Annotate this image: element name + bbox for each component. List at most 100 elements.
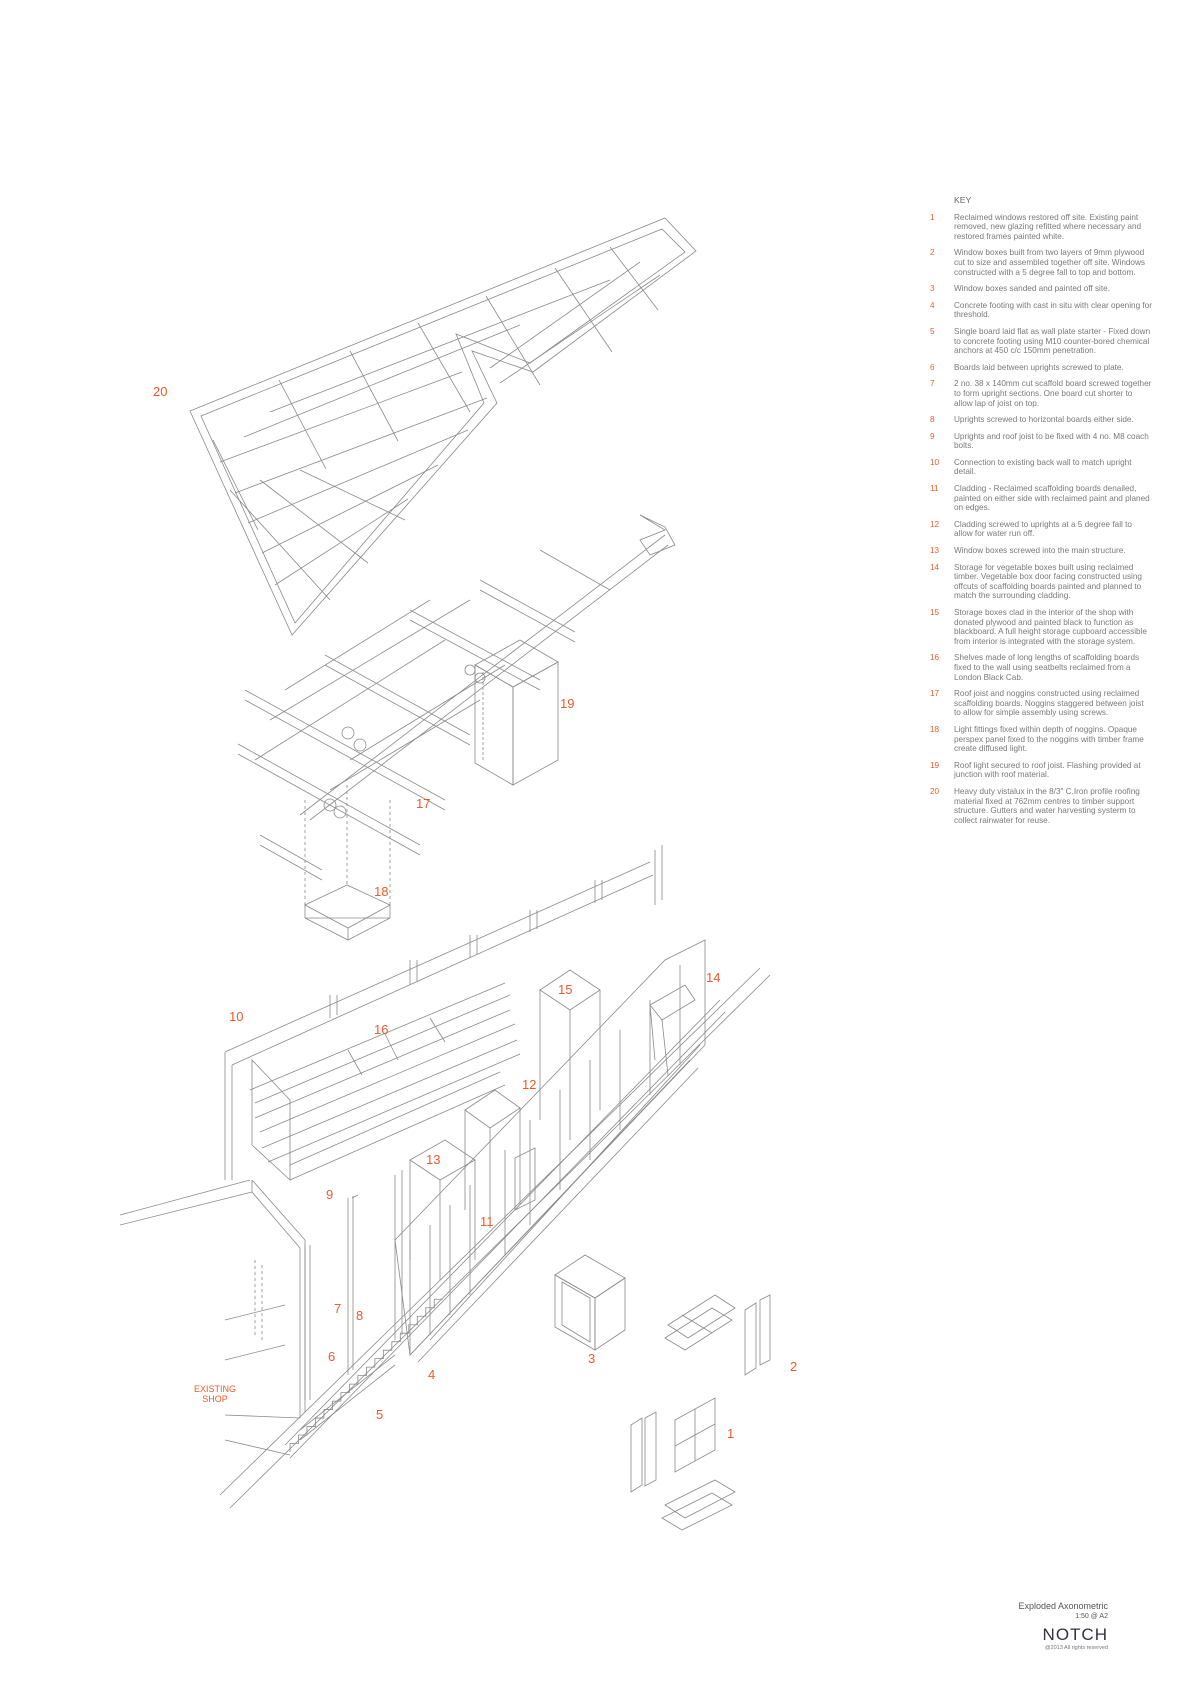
key-item: 9 Uprights and roof joist to be fixed wit… [930,432,1152,451]
key-item-number: 13 [930,546,940,556]
key-item: 16 Shelves made of long lengths of scaffo… [930,653,1152,682]
key-item-text: Uprights screwed to horizontal boards ei… [954,415,1134,425]
key-item-text: Reclaimed windows restored off site. Exi… [954,212,1142,241]
copyright-text: @2013 All rights reserved [1044,1645,1108,1651]
key-item: 8 Uprights screwed to horizontal boards e… [930,415,1152,425]
light-fitting-18 [304,785,391,941]
key-item-text: Uprights and roof joist to be fixed with… [954,431,1149,451]
key-item-text: Single board laid flat as wall plate sta… [954,326,1151,356]
cladding-11-12 [394,939,706,1356]
key-item: 13 Window boxes screwed into the main str… [930,546,1152,556]
existing-shop-wall [119,1179,306,1456]
callout-16: 16 [374,1022,389,1037]
key-item-text: Window boxes screwed into the main struc… [954,546,1126,556]
key-item-text: Boards laid between uprights screwed to … [954,362,1124,372]
key-item: 15 Storage boxes clad in the interior of … [930,608,1152,646]
key-item: 6 Boards laid between uprights screwed to… [930,363,1152,373]
window-boxes-13 [409,1089,536,1280]
key-item: 1 Reclaimed windows restored off site. Ex… [930,213,1152,242]
callout-10: 10 [229,1009,244,1024]
key-item-text: Shelves made of long lengths of scaffold… [954,653,1140,682]
key-item-number: 15 [930,608,940,617]
key-item-text: Light fittings fixed within depth of nog… [954,724,1144,754]
key-item: 14 Storage for vegetable boxes built usin… [930,563,1152,601]
key-item-text: Roof joist and noggins constructed using… [954,689,1144,718]
key-item: 4 Concrete footing with cast in situ with… [930,301,1152,320]
footing-4-5 [219,967,771,1509]
key-item: 19 Roof light secured to roof joist. Flas… [930,761,1152,780]
key-item-number: 14 [930,562,940,572]
key-item: 5 Single board laid flat as wall plate st… [930,327,1152,356]
key-title: KEY [954,195,972,205]
key-item-number: 18 [930,724,940,734]
roof-light-19 [474,639,559,786]
key-item-text: Cladding - Reclaimed scaffolding boards … [954,484,1150,513]
storage-15 [539,969,601,1140]
key-item-text: Storage for vegetable boxes built using … [954,562,1142,601]
callout-11: 11 [480,1214,494,1229]
callout-1: 1 [727,1426,735,1441]
window-box-3 [554,1254,626,1351]
drawing-title: Exploded Axonometric [1018,1601,1108,1611]
key-item-number: 6 [930,362,935,372]
key-item-text: Connection to existing back wall to matc… [954,457,1132,477]
drawing-scale: 1:50 @ A2 [1075,1613,1108,1620]
callout-17: 17 [416,796,431,811]
callout-9: 9 [326,1187,334,1202]
key-item-number: 20 [930,786,940,796]
title-block: Exploded Axonometric 1:50 @ A2 NOTCH @20… [1018,1601,1108,1652]
key-item-number: 9 [930,431,935,441]
callout-2: 2 [790,1359,798,1374]
key-item-number: 17 [930,689,940,699]
existing-shop-label-line2: SHOP [202,1394,228,1404]
callout-5: 5 [376,1407,384,1422]
key-item-number: 16 [930,653,940,663]
callout-14: 14 [706,970,721,985]
key-item-number: 8 [930,415,935,425]
key-item-number: 10 [930,457,940,467]
key-item: 11 Cladding - Reclaimed scaffolding board… [930,484,1152,513]
callout-19: 19 [560,696,575,711]
window-box-panels-2 [664,1294,771,1376]
callout-7: 7 [334,1301,342,1316]
key-item: 7 2 no. 38 x 140mm cut scaffold board scr… [930,379,1152,408]
existing-shop-label: EXISTING SHOP [190,1384,240,1404]
key-item: 18 Light fittings fixed within depth of n… [930,725,1152,754]
callout-4: 4 [428,1367,436,1382]
key-item-number: 3 [930,284,935,294]
callout-18: 18 [374,884,389,899]
key-item-number: 12 [930,519,940,529]
key-item-text: 2 no. 38 x 140mm cut scaffold board scre… [954,379,1152,408]
key-item: 10 Connection to existing back wall to ma… [930,458,1152,477]
key-item-text: Concrete footing with cast in situ with … [954,300,1152,320]
key-item-text: Heavy duty vistalux in the 8/3" C.Iron p… [954,786,1140,825]
key-item-number: 5 [930,326,935,336]
windows-1 [630,1397,736,1531]
callout-15: 15 [558,982,573,997]
key-item-text: Storage boxes clad in the interior of th… [954,608,1147,646]
callout-12: 12 [522,1077,537,1092]
key-item-number: 19 [930,760,940,770]
key-legend: KEY 1 Reclaimed windows restored off site… [930,195,1152,832]
key-item-number: 4 [930,300,935,310]
main-structure [119,845,771,1509]
key-item: 17 Roof joist and noggins constructed usi… [930,689,1152,718]
key-item-text: Roof light secured to roof joist. Flashi… [954,760,1141,780]
roof-joist-17 [237,514,676,881]
callout-8: 8 [356,1308,364,1323]
key-item-number: 1 [930,212,935,222]
key-item: 3 Window boxes sanded and painted off sit… [930,284,1152,294]
callout-3: 3 [588,1351,596,1366]
shelves-16 [249,982,521,1163]
existing-shop-label-line1: EXISTING [193,1384,236,1394]
key-item-number: 11 [930,484,939,494]
storage-14 [649,984,696,1076]
key-item-text: Cladding screwed to uprights at a 5 degr… [954,519,1132,539]
key-item-text: Window boxes built from two layers of 9m… [954,248,1145,277]
key-item-number: 7 [930,379,935,389]
callout-6: 6 [328,1349,336,1364]
key-item-number: 2 [930,248,935,258]
key-item: 2 Window boxes built from two layers of 9… [930,248,1152,277]
key-item-text: Window boxes sanded and painted off site… [954,284,1110,294]
